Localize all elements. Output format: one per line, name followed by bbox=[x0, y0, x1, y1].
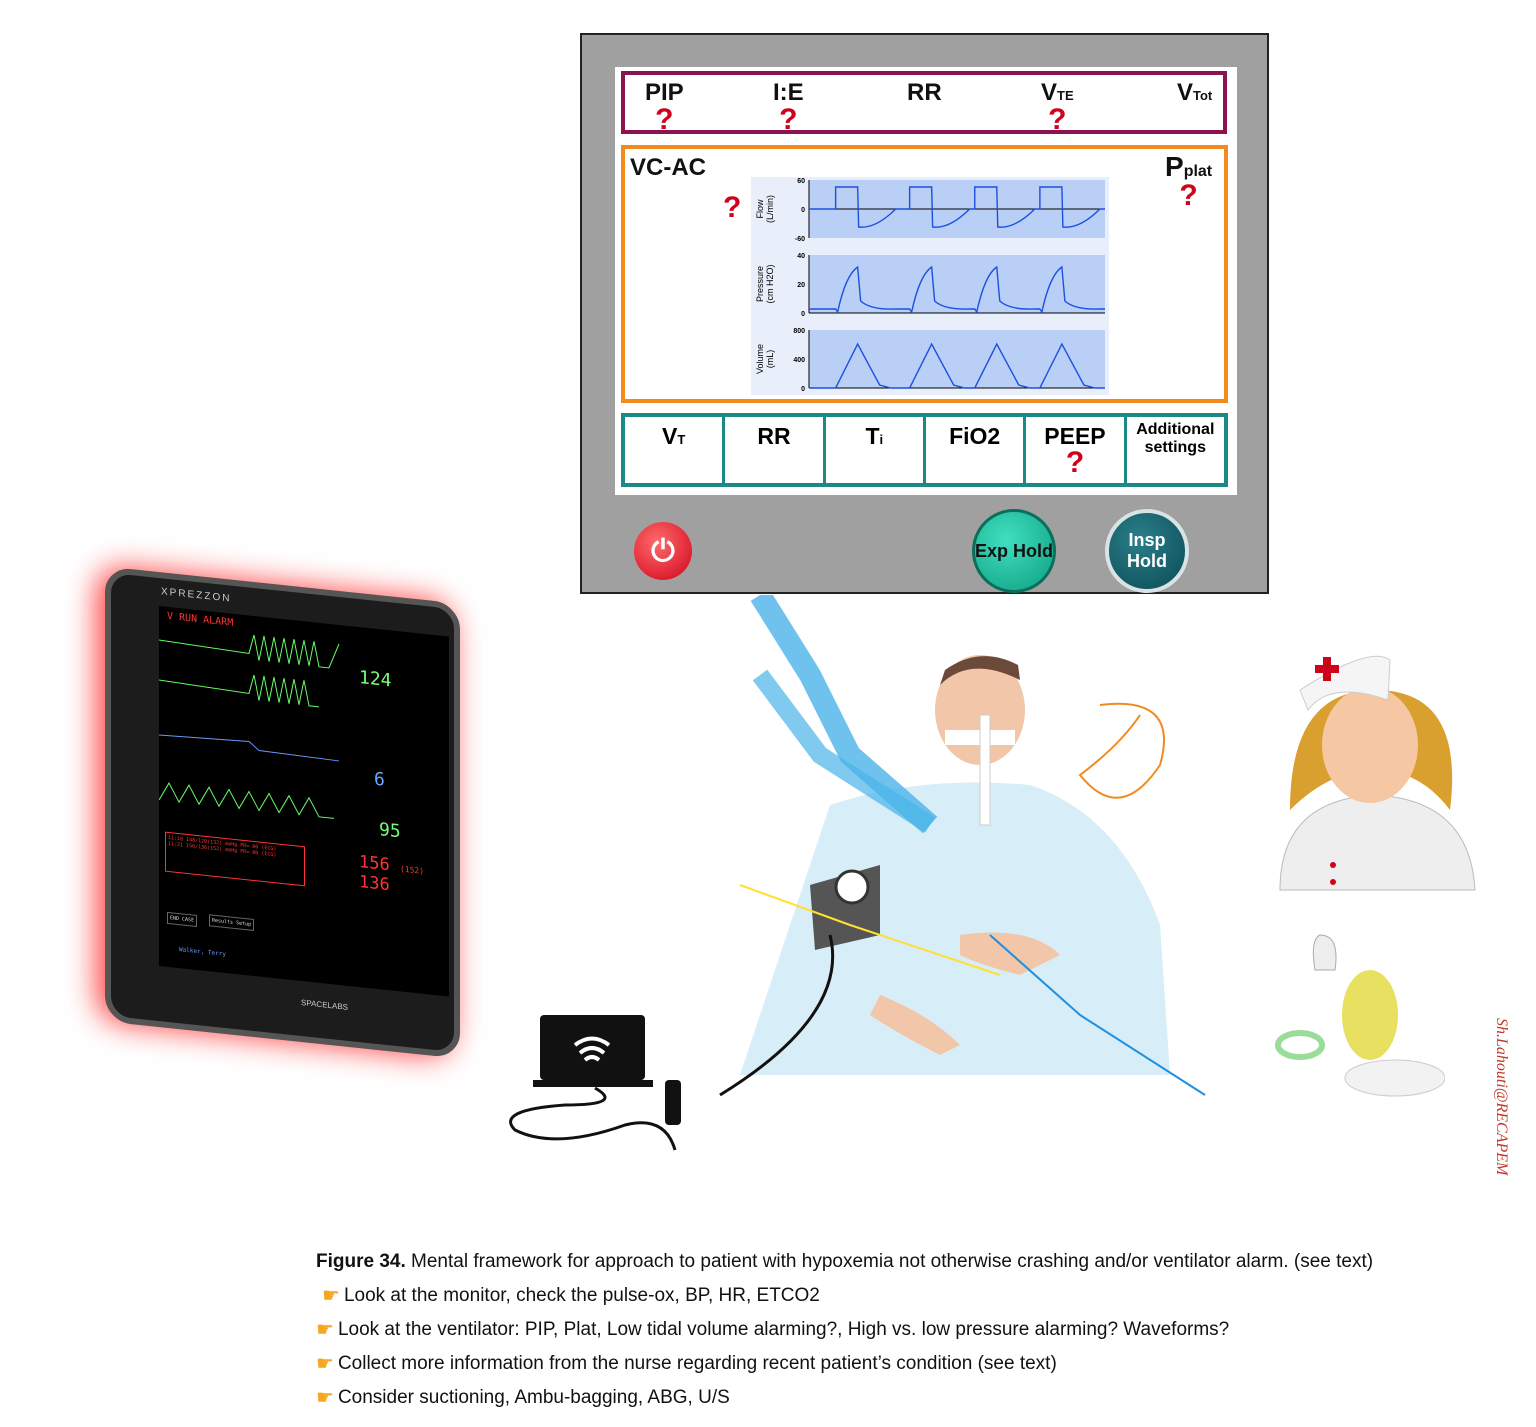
waveform-trace-pressure bbox=[809, 265, 1105, 314]
nibp-log: 11:18 148/120(132) mmHg PR= 80 (ECG)11:2… bbox=[165, 831, 305, 887]
setting-vt[interactable]: VT bbox=[625, 417, 726, 483]
pointing-hand-icon: ☛ bbox=[316, 1319, 334, 1341]
nibp-values: 156 (152)136 bbox=[359, 852, 425, 896]
param-pip: PIP? bbox=[645, 79, 684, 136]
param-pplat: Pplat? bbox=[1165, 151, 1213, 212]
monitor-brand: XPREZZON bbox=[161, 586, 232, 605]
setting-fio2[interactable]: FiO2 bbox=[926, 417, 1027, 483]
tick-label: 20 bbox=[797, 282, 805, 289]
hr-value: 124 bbox=[359, 667, 392, 692]
tick-label: -60 bbox=[795, 236, 805, 243]
patient-name: Walker, Terry bbox=[179, 946, 226, 959]
setting-ti[interactable]: Ti bbox=[826, 417, 926, 483]
insp-hold-button[interactable]: Insp Hold bbox=[1105, 509, 1189, 593]
mode-label: VC-AC bbox=[630, 154, 706, 181]
exp-hold-button[interactable]: Exp Hold bbox=[972, 509, 1056, 593]
end-case-button[interactable]: END CASE bbox=[167, 911, 198, 928]
tick-label: 0 bbox=[801, 386, 805, 393]
plot-area bbox=[809, 255, 1105, 313]
axis-unit: (mL) bbox=[765, 350, 775, 369]
tick-label: 40 bbox=[797, 253, 805, 260]
axis-label: Flow bbox=[755, 199, 765, 219]
tick-label: 800 bbox=[793, 328, 805, 335]
ambu-bag-icon bbox=[1275, 934, 1445, 1097]
pointing-hand-icon: ☛ bbox=[316, 1387, 334, 1409]
param-rr: RR bbox=[907, 79, 942, 106]
nurse-icon bbox=[1279, 655, 1476, 891]
mode-question: ? bbox=[723, 191, 742, 224]
monitor-screen: V RUN ALARM 124 6 95 11:18 148/120(132) … bbox=[159, 606, 449, 997]
tick-label: 0 bbox=[801, 207, 805, 214]
signature: Sh.Lahouti@RECAPEM bbox=[1493, 1018, 1510, 1176]
tick-label: 0 bbox=[801, 311, 805, 318]
axis-label: Volume bbox=[755, 344, 765, 374]
monitor-maker: SPACELABS bbox=[301, 997, 348, 1012]
power-icon: ⏻ bbox=[651, 534, 675, 568]
spo2-value: 95 bbox=[379, 819, 401, 843]
waveform-trace-flow bbox=[809, 186, 1105, 228]
setting-additional[interactable]: Additional settings bbox=[1136, 421, 1215, 456]
waveform-trace-volume bbox=[809, 342, 1105, 389]
param-vte: VTE? bbox=[1041, 79, 1074, 136]
tick-label: 60 bbox=[797, 178, 805, 185]
caption-bullet: ☛Look at the monitor, check the pulse-ox… bbox=[322, 1279, 1373, 1313]
caption-title: Figure 34. Mental framework for approach… bbox=[316, 1251, 1374, 1272]
results-setup-button[interactable]: Results Setup bbox=[209, 914, 255, 932]
setting-peep[interactable]: PEEP? bbox=[1026, 417, 1127, 483]
axis-unit: (L/min) bbox=[765, 195, 775, 223]
pointing-hand-icon: ☛ bbox=[322, 1285, 340, 1307]
axis-unit: (cm H2O) bbox=[765, 265, 775, 304]
ecg-traces bbox=[159, 634, 340, 819]
laptop-wireless-icon bbox=[509, 1015, 681, 1151]
monitored-parameters: PIP? I:E? RR VTE? VTot bbox=[621, 71, 1227, 136]
setting-rr[interactable]: RR bbox=[725, 417, 826, 483]
settings-row: VT RR Ti FiO2 PEEP? Additional settings bbox=[621, 413, 1228, 487]
caption-bullet: ☛Collect more information from the nurse… bbox=[316, 1347, 1373, 1381]
axis-label: Pressure bbox=[755, 266, 765, 302]
param-ie: I:E? bbox=[773, 79, 804, 136]
pointing-hand-icon: ☛ bbox=[316, 1353, 334, 1375]
caption-bullet: ☛Look at the ventilator: PIP, Plat, Low … bbox=[316, 1313, 1373, 1347]
patient-monitor: XPREZZON V RUN ALARM 124 6 95 11:18 148/… bbox=[105, 566, 460, 1059]
figure-caption: Figure 34. Mental framework for approach… bbox=[316, 1245, 1373, 1415]
param-vtot: VTot bbox=[1177, 79, 1213, 106]
cvp-value: 6 bbox=[374, 768, 385, 791]
tick-label: 400 bbox=[793, 357, 805, 364]
ventilator-screen: PIP? I:E? RR VTE? VTot VC-AC ? Pplat? 60… bbox=[615, 67, 1237, 495]
intubated-patient-illustration bbox=[719, 595, 1206, 1097]
plot-area bbox=[809, 330, 1105, 388]
caption-bullet: ☛Consider suctioning, Ambu-bagging, ABG,… bbox=[316, 1381, 1373, 1415]
power-button[interactable]: ⏻ bbox=[634, 522, 692, 580]
ventilator: PIP? I:E? RR VTE? VTot VC-AC ? Pplat? 60… bbox=[580, 33, 1269, 594]
